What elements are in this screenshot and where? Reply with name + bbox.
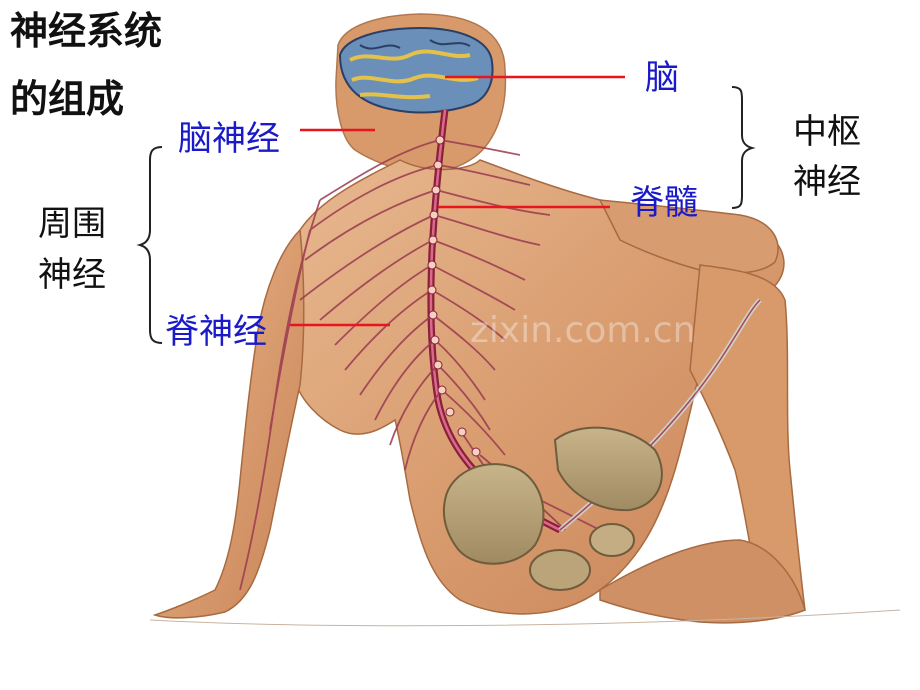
group-central-line-2: 神经 [793,162,861,202]
central-brace [731,86,756,209]
spinal-nerves-drawing [239,139,762,591]
label-cranial-nerves: 脑神经 [178,119,280,159]
watermark: zixin.com.cn [470,310,695,351]
braces [136,86,756,344]
vertebrae [427,135,481,457]
pointer-lines [290,75,625,327]
group-central-line-1: 中枢 [793,112,861,152]
body-silhouette [149,13,901,627]
title-line-2: 的组成 [10,77,125,121]
label-spinal-nerves: 脊神经 [165,312,267,352]
peripheral-brace [136,146,163,344]
title-line-1: 神经系统 [10,9,163,53]
label-spinal-cord: 脊髓 [630,183,698,223]
group-peripheral-line-2: 神经 [38,255,106,295]
pelvis [442,426,663,591]
brain [338,26,494,114]
group-peripheral-line-1: 周围 [38,204,106,244]
label-brain: 脑 [645,58,679,98]
